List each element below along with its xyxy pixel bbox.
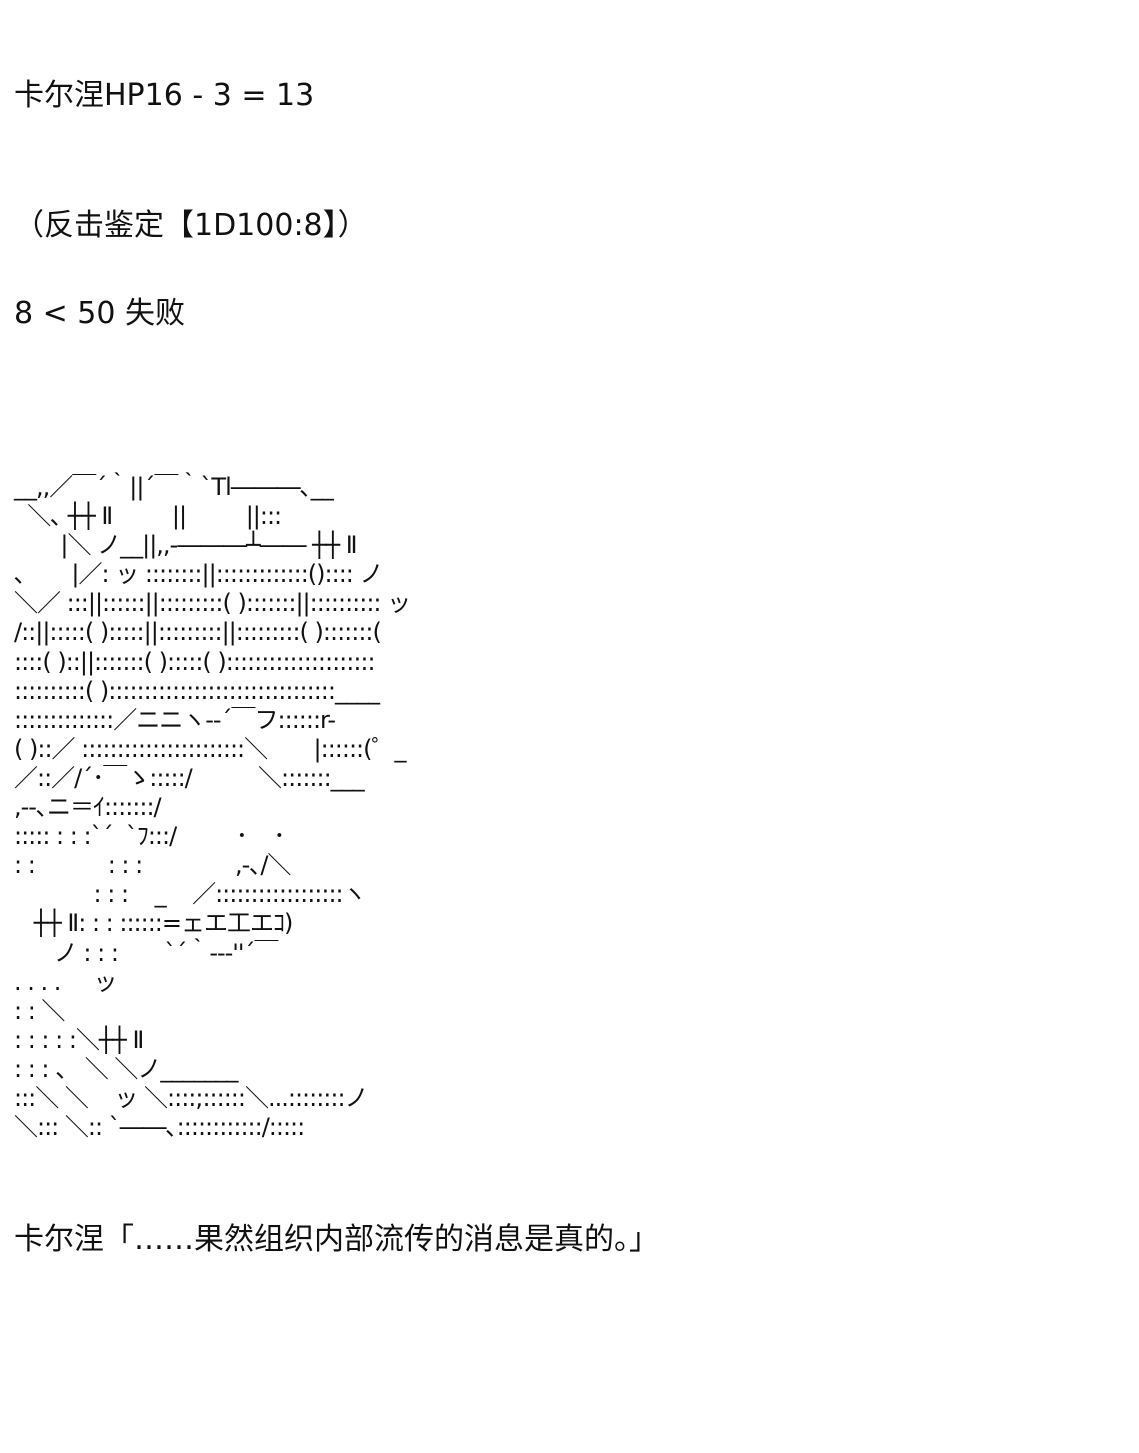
ascii-art-line: /::||:::::( ):::::||:::::::::||:::::::::…: [14, 618, 382, 647]
ascii-art-line: : : : : : ,-､/＼: [14, 851, 291, 880]
ascii-art-line: : : : 、 ＼ ＼ノ_______: [14, 1054, 238, 1083]
ascii-art-line: __,,／￣´｀||´￣｀`Tl―――､__: [14, 473, 334, 501]
ascii-art-line: :::＼ ＼ ッ ＼::::;::::::＼...::::::::ノ: [14, 1083, 369, 1112]
roll-result-text: 8 < 50 失败: [14, 296, 186, 331]
ascii-art-line: ::::: : : :`´ `ﾌ:::/ ･ ･: [14, 822, 285, 851]
ascii-art-line: ／::／/´･￣ゝ:::::/ ＼:::::::___: [14, 763, 365, 792]
character-dialogue-text: 卡尔涅「……果然组织内部流传的消息是真的。」: [14, 1222, 659, 1257]
ascii-art-line: : : ＼: [14, 996, 65, 1025]
ascii-art-line: ::::( )::||:::::::( ):::::( ):::::::::::…: [14, 647, 376, 676]
ascii-art-line: ::::::::::::::／ニニヽ-‐´￣フ::::::r-: [14, 705, 336, 734]
ascii-art-line: : : : _ ／::::::::::::::::::ヽ: [14, 880, 367, 909]
ascii-art-line: ＼::: ＼:: `――､::::::::::::/:::::: [14, 1113, 305, 1142]
hp-calculation-text: 卡尔涅HP16 - 3 = 13: [14, 78, 315, 113]
ascii-art-line: ､ |／: ッ ::::::::||:::::::::::::():::: ノ: [14, 560, 384, 589]
ascii-art-line: ::::::::::( ):::::::::::::::::::::::::::…: [14, 676, 380, 705]
ascii-art-line: |＼ ノ__||,,-―――┴―― ┼┼ Ⅱ: [14, 531, 357, 560]
ascii-art-line: ＼､ ┼┼ Ⅱ || ||:::: [14, 502, 282, 531]
ascii-art-line: ┼┼ Ⅱ: : : ::::::=ェエ工エｺ): [14, 909, 293, 938]
ascii-art-line: ( )::／ :::::::::::::::::::::::＼ |::::::(…: [14, 734, 406, 763]
ascii-art-line: ＼／ :::||::::::||:::::::::( ):::::::||:::…: [14, 589, 411, 618]
ascii-art-line: ,--､ニ＝ｲ:::::::/: [14, 793, 162, 822]
counter-check-roll-text: （反击鉴定【1D100:8】）: [14, 208, 368, 243]
ascii-art-line: . . . . ッ: [14, 967, 118, 996]
ascii-art-line: : : : : :＼┼┼ Ⅱ: [14, 1025, 144, 1054]
ascii-art-illustration: __,,／￣´｀||´￣｀`Tl―――､__ ＼､ ┼┼ Ⅱ || ||::: …: [14, 473, 411, 1142]
ascii-art-line: ノ : : : `´｀--‐''´￣: [14, 938, 279, 967]
